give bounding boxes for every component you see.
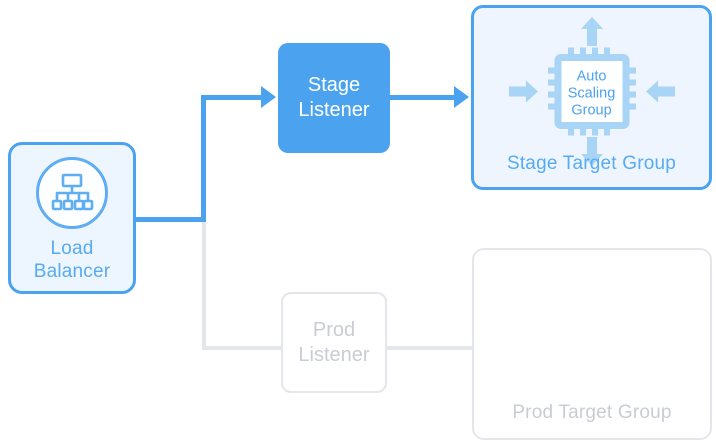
- stage-listener-label: Stage Listener: [298, 73, 369, 123]
- node-prod-listener[interactable]: Prod Listener: [281, 292, 387, 393]
- load-balancer-label: Load Balancer: [34, 237, 111, 283]
- load-balancer-label-line2: Balancer: [33, 261, 111, 282]
- auto-scaling-group-cluster: Auto Scaling Group: [507, 14, 677, 174]
- node-prod-target-group[interactable]: Prod Target Group: [472, 248, 712, 440]
- connector-lb-to-junction: [134, 217, 206, 222]
- arrow-up-icon: [577, 14, 607, 53]
- node-stage-listener[interactable]: Stage Listener: [278, 43, 390, 153]
- prod-listener-label-line2: Listener: [298, 343, 370, 366]
- stage-target-group-label: Stage Target Group: [506, 153, 677, 174]
- prod-listener-label-line1: Prod: [312, 318, 356, 341]
- connector-junction-to-stage-listener: [201, 95, 263, 100]
- arrowhead-stage-target-group: [454, 86, 469, 108]
- arrow-down-icon: [577, 135, 607, 174]
- prod-target-group-label: Prod Target Group: [512, 402, 672, 423]
- cpu-chip-icon: [546, 46, 638, 143]
- connector-junction-riser: [201, 95, 206, 222]
- arrow-right-icon: [507, 77, 541, 112]
- connector-junction-to-prod-drop: [202, 222, 206, 350]
- arrowhead-stage-listener: [261, 86, 276, 108]
- connector-junction-to-prod-listener: [202, 346, 284, 350]
- stage-listener-label-line1: Stage: [307, 74, 361, 96]
- load-balancer-label-line1: Load: [50, 238, 94, 259]
- node-load-balancer[interactable]: Load Balancer: [8, 142, 136, 294]
- connector-prod-listener-to-target-group: [385, 346, 475, 350]
- sitemap-icon: [36, 157, 108, 229]
- stage-listener-label-line2: Listener: [298, 99, 370, 121]
- node-stage-target-group[interactable]: Auto Scaling Group Stage Target Group: [471, 5, 712, 190]
- prod-listener-label: Prod Listener: [298, 318, 369, 368]
- arrow-left-icon: [643, 77, 677, 112]
- connector-stage-listener-to-target-group: [390, 95, 456, 100]
